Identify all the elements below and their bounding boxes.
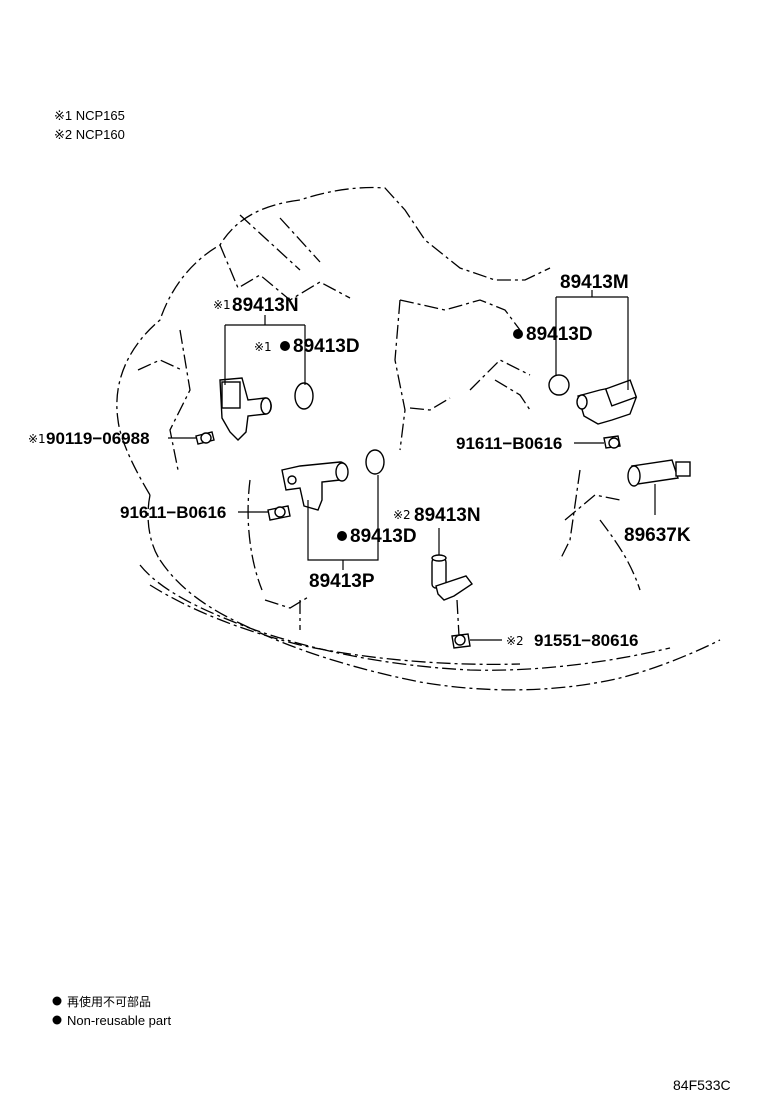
mark-2-91551: ※2: [506, 634, 524, 648]
cam-position-sensor-center: [281, 461, 349, 511]
o-ring-center: [365, 449, 385, 475]
cam-position-sensor-right: [576, 379, 638, 425]
non-reusable-dot-center: [337, 531, 347, 541]
bolt-90119: [195, 431, 215, 445]
callout-89413M[interactable]: 89413M: [560, 272, 629, 293]
callout-89413D-center[interactable]: 89413D: [350, 526, 417, 547]
non-reusable-dot-left: [280, 341, 290, 351]
legend-dot-1: [52, 996, 62, 1006]
callout-89413D-left[interactable]: 89413D: [293, 336, 360, 357]
callout-89413N-center[interactable]: 89413N: [414, 505, 481, 526]
callout-89413N-top[interactable]: 89413N: [232, 295, 299, 316]
bolt-91611-left: [267, 505, 291, 521]
knock-sensor: [627, 459, 691, 487]
crank-position-sensor: [431, 554, 474, 601]
figure-code: 84F533C: [673, 1077, 731, 1093]
bolt-91551: [451, 633, 471, 649]
mark-1-90119: ※1: [28, 432, 46, 446]
non-reusable-dot-right: [513, 329, 523, 339]
legend-non-reusable: Non-reusable part: [67, 1013, 171, 1028]
mark-2-89413N-center: ※2: [393, 508, 411, 522]
mark-1-89413D-left: ※1: [254, 340, 272, 354]
leader-lines: [168, 290, 656, 641]
note-ncp160: ※2 NCP160: [54, 127, 125, 142]
engine-outline: [116, 186, 721, 691]
callout-89413P[interactable]: 89413P: [309, 571, 375, 592]
cam-position-sensor-left: [219, 377, 272, 441]
callout-89413D-right[interactable]: 89413D: [526, 324, 593, 345]
bolt-91611-right: [603, 435, 621, 449]
note-ncp165: ※1 NCP165: [54, 108, 125, 123]
callout-91611-b0616-left[interactable]: 91611−B0616: [120, 503, 226, 522]
callout-89637K[interactable]: 89637K: [624, 525, 691, 546]
callout-90119-06988[interactable]: 90119−06988: [46, 429, 150, 448]
o-ring-left: [294, 382, 314, 410]
callout-91611-b0616-right[interactable]: 91611−B0616: [456, 434, 562, 453]
callout-91551-80616[interactable]: 91551−80616: [534, 631, 638, 650]
legend-dot-2: [52, 1015, 62, 1025]
o-ring-right: [548, 374, 570, 396]
legend-japanese: 再使用不可部品: [67, 994, 151, 1009]
mark-1-89413N-top: ※1: [213, 298, 231, 312]
